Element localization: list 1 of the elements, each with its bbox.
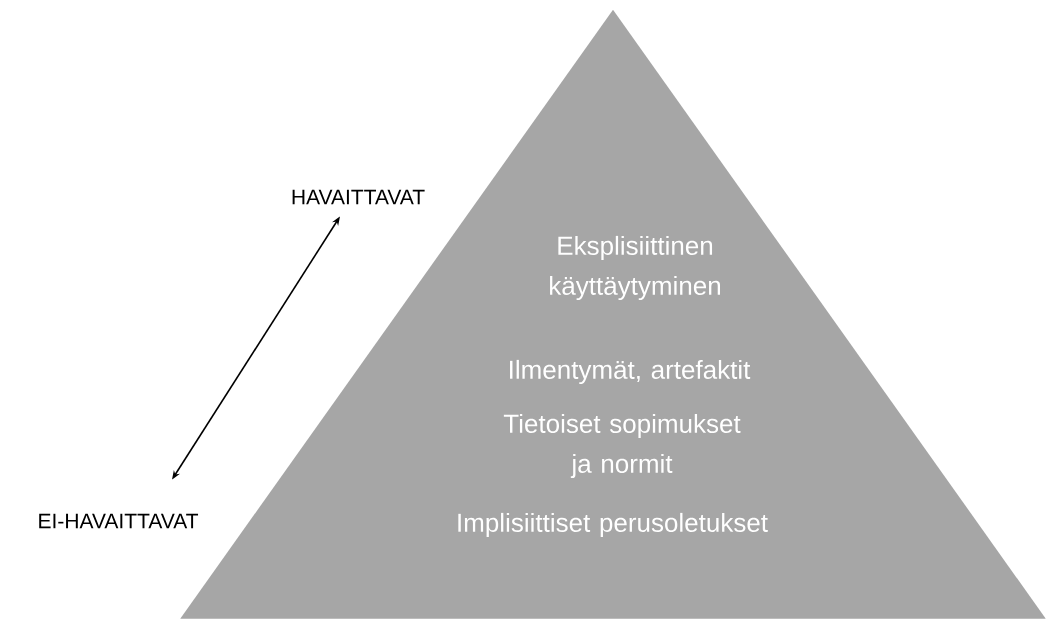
axis-label: HAVAITTAVAT (292, 189, 425, 205)
